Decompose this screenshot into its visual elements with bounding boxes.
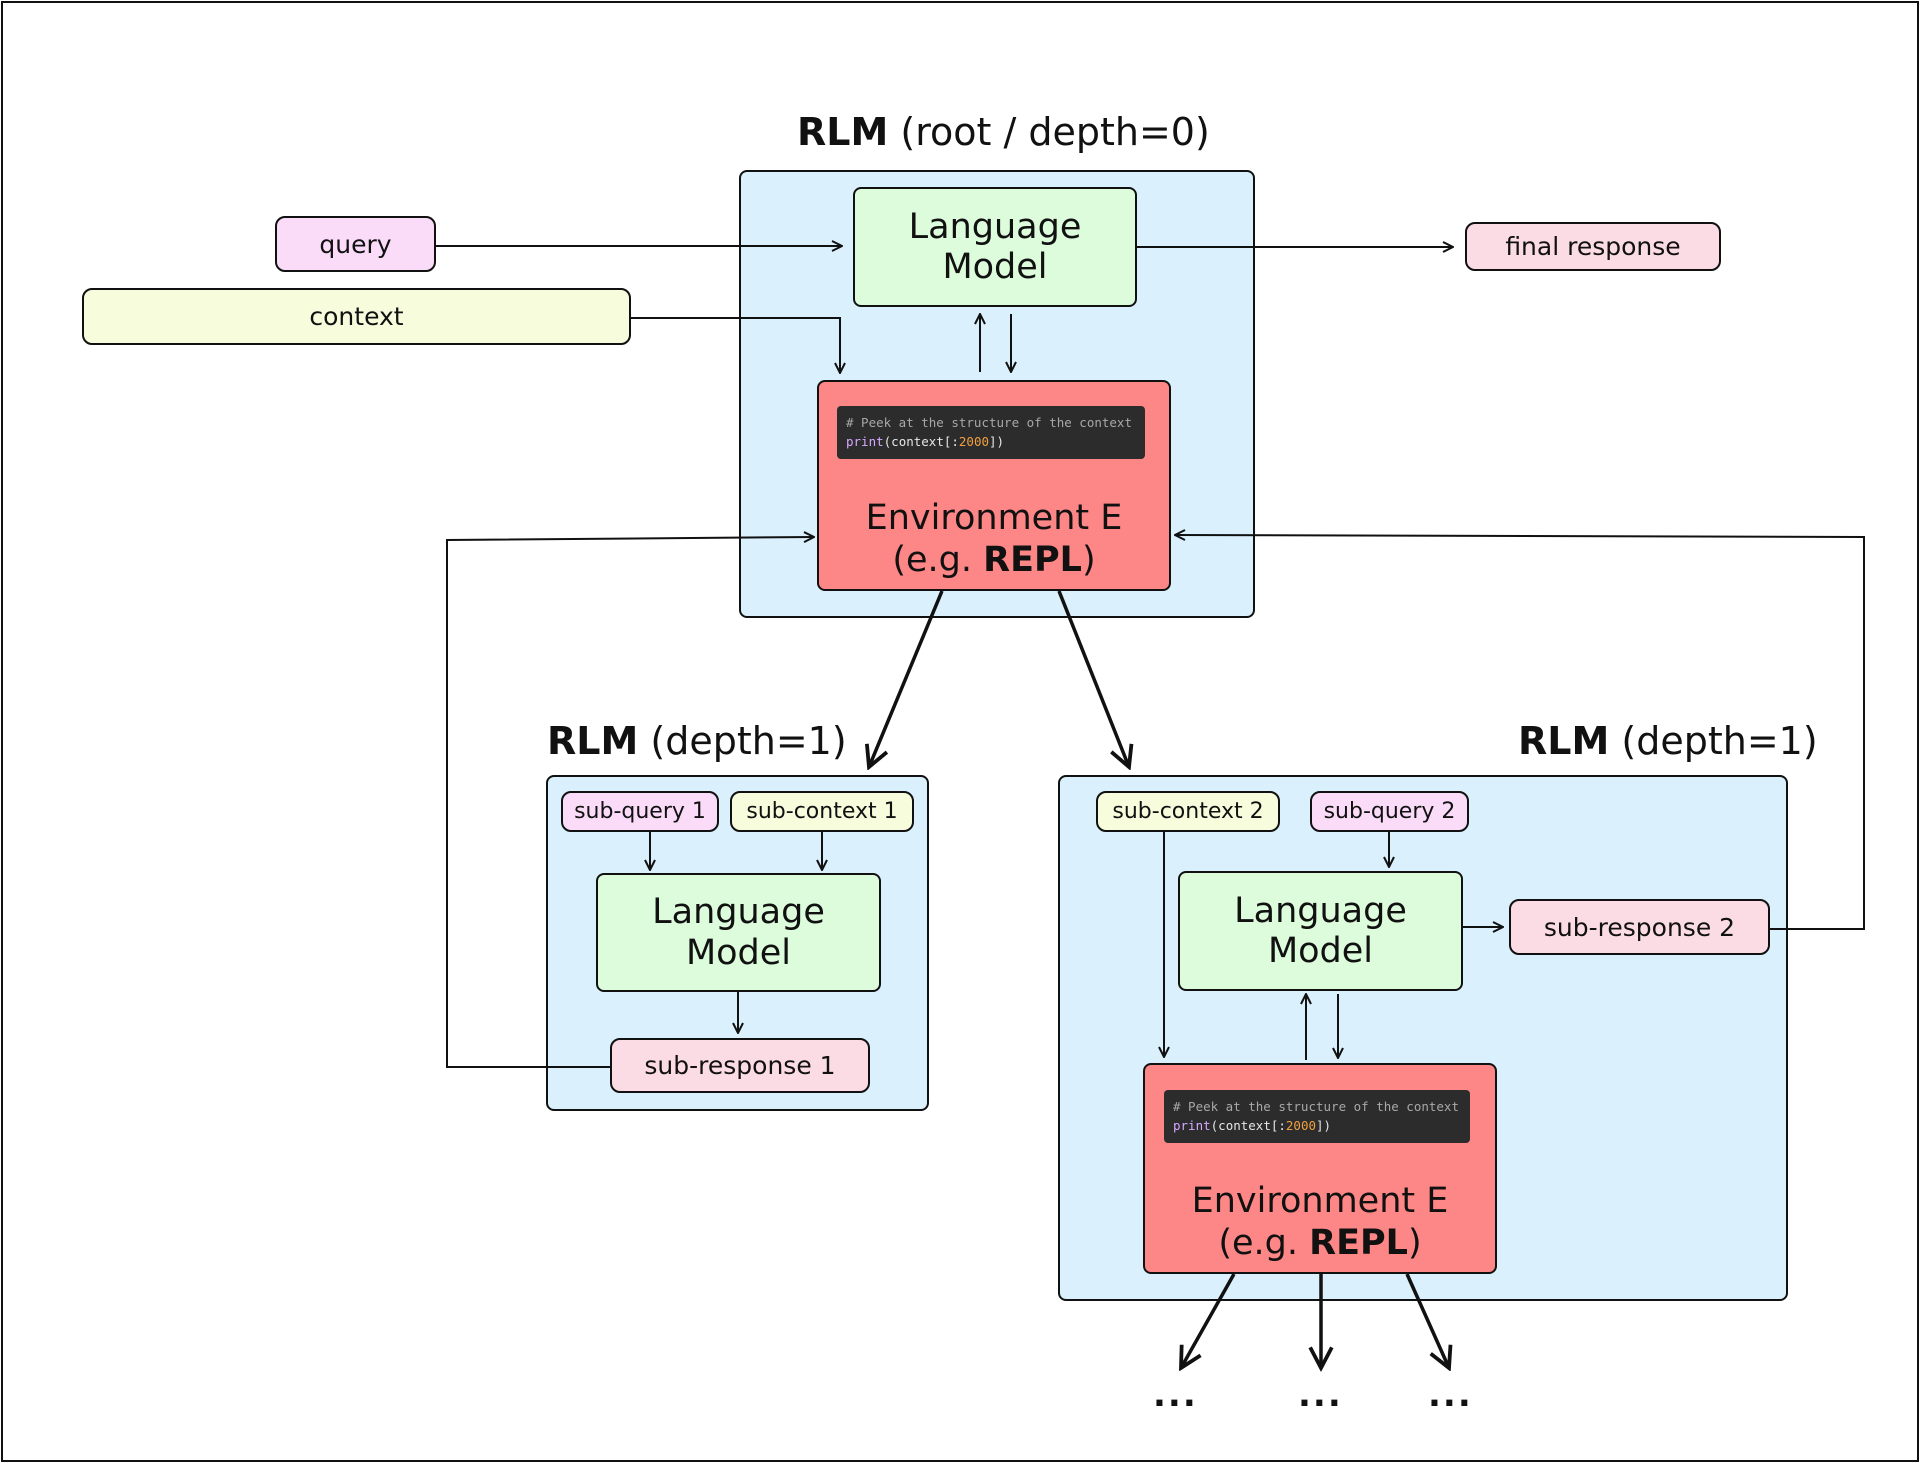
right-rlm-title: RLM (depth=1) bbox=[1518, 722, 1818, 760]
root-env-suffix: ) bbox=[1081, 540, 1096, 580]
sub-response-1-feedback-arrow bbox=[446, 537, 814, 1068]
root-code-snippet: # Peek at the structure of the context p… bbox=[837, 406, 1145, 459]
ellipsis-left: ... bbox=[1153, 1375, 1198, 1415]
ellipsis-right: ... bbox=[1428, 1375, 1473, 1415]
root-env-bold: REPL bbox=[983, 540, 1082, 580]
root-rlm-title-rest: (root / depth=0) bbox=[900, 110, 1210, 154]
left-rlm-title-rest: (depth=1) bbox=[650, 719, 847, 763]
sub-response-1-box: sub-response 1 bbox=[610, 1038, 870, 1093]
right-env-bold: REPL bbox=[1309, 1223, 1408, 1263]
root-environment: # Peek at the structure of the context p… bbox=[817, 380, 1171, 591]
right-env-prefix: (e.g. bbox=[1218, 1223, 1310, 1263]
ellipsis-center: ... bbox=[1298, 1375, 1343, 1415]
root-env-to-left-rlm-arrow bbox=[869, 590, 944, 767]
right-code-fn: print bbox=[1173, 1118, 1211, 1133]
root-env-to-right-rlm-arrow bbox=[1057, 590, 1129, 767]
left-rlm-title: RLM (depth=1) bbox=[547, 722, 847, 760]
root-code-fn: print bbox=[846, 434, 884, 449]
root-env-prefix: (e.g. bbox=[892, 540, 984, 580]
right-code-snippet: # Peek at the structure of the context p… bbox=[1164, 1090, 1470, 1143]
right-rlm-title-rest: (depth=1) bbox=[1621, 719, 1818, 763]
context-to-env-arrow bbox=[631, 317, 840, 373]
root-code-end: ]) bbox=[989, 434, 1005, 449]
root-language-model: Language Model bbox=[853, 187, 1137, 307]
right-env-to-ellipsis-left-arrow bbox=[1181, 1273, 1236, 1368]
root-env-line2: (e.g. REPL) bbox=[819, 539, 1169, 581]
root-env-line1: Environment E bbox=[865, 498, 1123, 538]
right-code-end: ]) bbox=[1316, 1118, 1332, 1133]
final-response-box: final response bbox=[1465, 222, 1721, 271]
right-code-mid: (context[: bbox=[1210, 1118, 1286, 1133]
left-rlm-title-bold: RLM bbox=[547, 719, 639, 763]
sub-response-2-feedback-arrow bbox=[1175, 535, 1865, 930]
root-code-mid: (context[: bbox=[883, 434, 959, 449]
right-env-suffix: ) bbox=[1407, 1223, 1422, 1263]
root-rlm-title-bold: RLM bbox=[797, 110, 889, 154]
sub-query-1-box: sub-query 1 bbox=[561, 791, 719, 832]
root-code-num: 2000 bbox=[958, 434, 990, 449]
right-env-line1: Environment E bbox=[1191, 1181, 1449, 1221]
right-code-comment: # Peek at the structure of the context bbox=[1173, 1099, 1459, 1114]
right-environment: # Peek at the structure of the context p… bbox=[1143, 1063, 1497, 1274]
sub-context-1-box: sub-context 1 bbox=[730, 791, 914, 832]
query-box: query bbox=[275, 216, 436, 272]
root-rlm-title: RLM (root / depth=0) bbox=[797, 113, 1210, 151]
sub-context-2-box: sub-context 2 bbox=[1096, 791, 1280, 832]
right-env-to-ellipsis-right-arrow bbox=[1405, 1273, 1449, 1368]
sub-response-2-box: sub-response 2 bbox=[1509, 899, 1770, 955]
context-box: context bbox=[82, 288, 631, 345]
root-code-comment: # Peek at the structure of the context bbox=[846, 415, 1132, 430]
left-language-model: Language Model bbox=[596, 873, 881, 992]
right-rlm-title-bold: RLM bbox=[1518, 719, 1610, 763]
sub-query-2-box: sub-query 2 bbox=[1310, 791, 1469, 832]
right-language-model: Language Model bbox=[1178, 871, 1463, 991]
right-environment-label: Environment E (e.g. REPL) bbox=[1145, 1180, 1495, 1264]
right-code-num: 2000 bbox=[1285, 1118, 1317, 1133]
root-environment-label: Environment E (e.g. REPL) bbox=[819, 497, 1169, 581]
right-env-line2: (e.g. REPL) bbox=[1145, 1222, 1495, 1264]
